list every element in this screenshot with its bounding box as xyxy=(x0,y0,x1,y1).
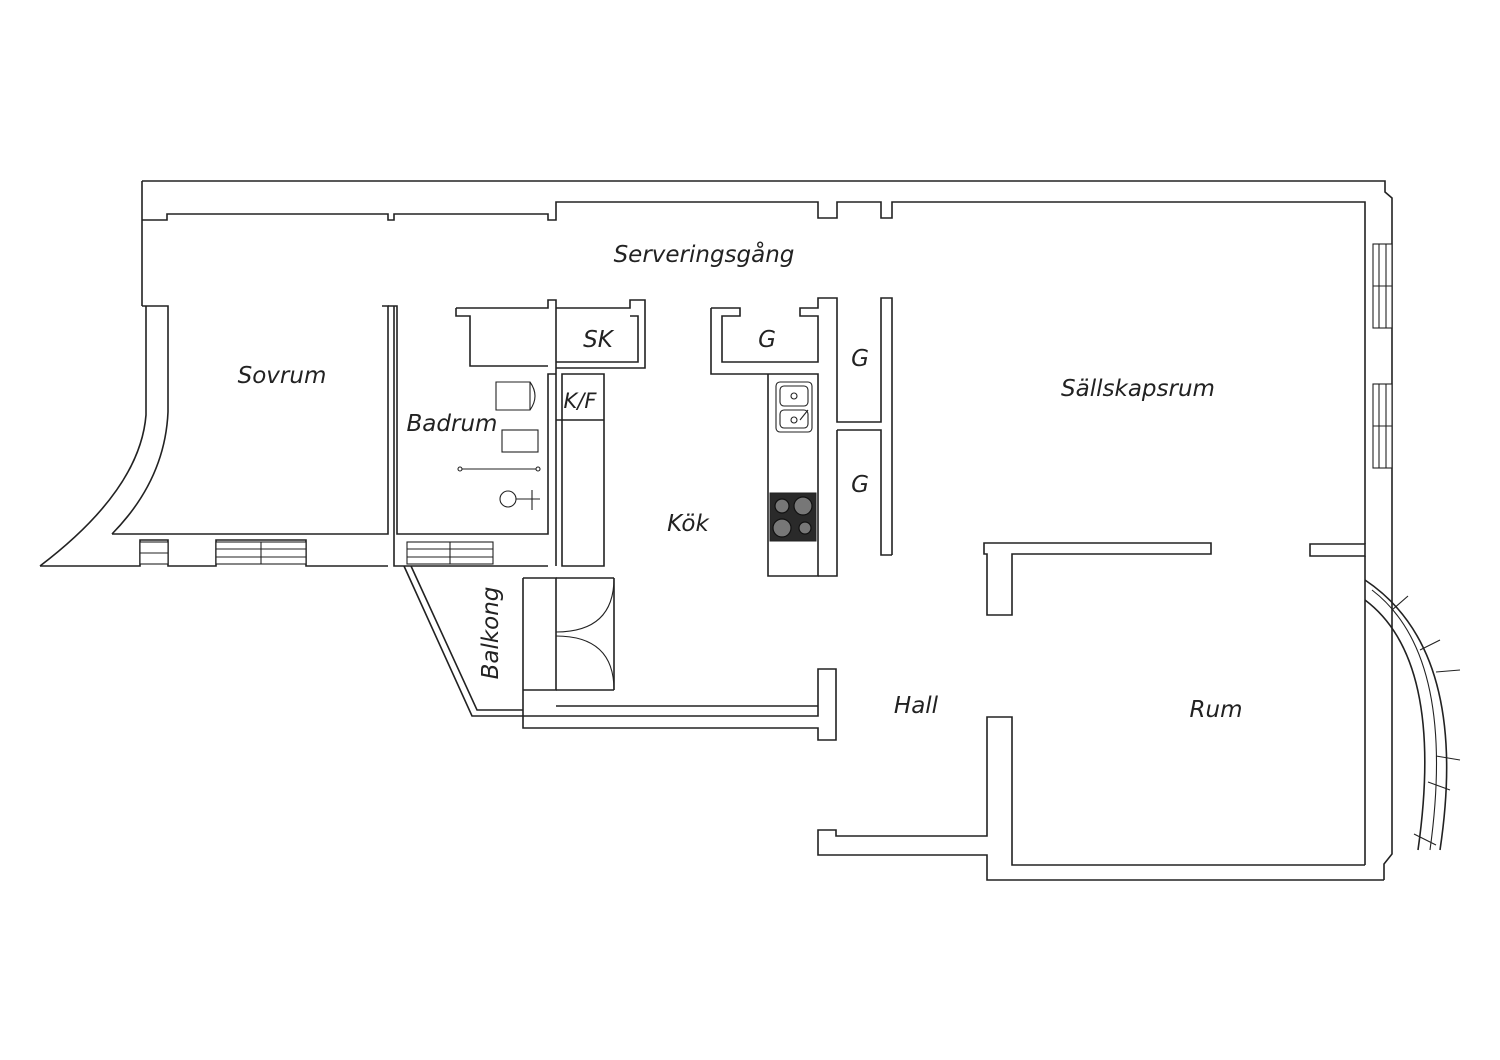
balcony xyxy=(403,565,615,717)
label-rum: Rum xyxy=(1190,697,1243,723)
sk-kf-walls xyxy=(556,299,646,567)
label-sovrum: Sovrum xyxy=(238,363,327,389)
kitchen-walls xyxy=(710,297,893,577)
label-sallskapsrum: Sällskapsrum xyxy=(1061,376,1215,402)
right-windows xyxy=(1372,243,1393,469)
label-badrum: Badrum xyxy=(407,411,498,437)
label-g-low: G xyxy=(851,472,869,498)
badrum-walls xyxy=(388,299,557,567)
label-sk: SK xyxy=(583,327,615,353)
sovrum-curved-wall xyxy=(39,305,389,567)
label-hall: Hall xyxy=(894,693,939,719)
exterior-walls xyxy=(141,180,1393,881)
label-g-top: G xyxy=(758,327,776,353)
label-g-mid: G xyxy=(851,346,869,372)
interior-walls xyxy=(522,542,1366,741)
room-labels: Serveringsgång Sovrum Badrum SK K/F G G … xyxy=(238,240,1243,723)
bay-window xyxy=(1364,579,1461,851)
label-balkong: Balkong xyxy=(478,587,504,680)
label-kok: Kök xyxy=(667,511,710,537)
label-kf: K/F xyxy=(564,389,598,413)
label-serveringsgang: Serveringsgång xyxy=(614,240,795,268)
